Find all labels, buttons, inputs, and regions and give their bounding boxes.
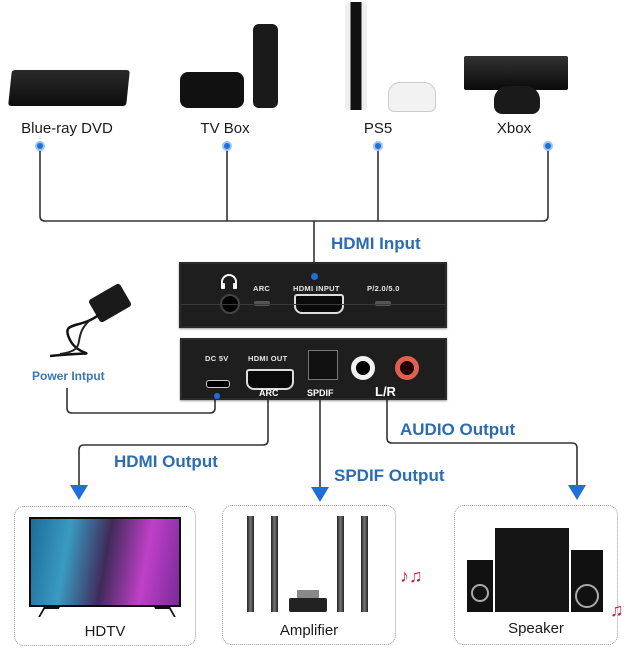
mode-switch bbox=[375, 301, 391, 306]
device-top-panel: ARC HDMI INPUT P/2.0/5.0 bbox=[179, 262, 447, 328]
source-label-dvd: Blue-ray DVD bbox=[21, 120, 113, 137]
source-device-tvbox bbox=[178, 22, 282, 108]
hdmi-input-label: HDMI Input bbox=[331, 234, 421, 253]
music-notes-icon-right: ♫ bbox=[610, 600, 624, 620]
spdif-port bbox=[308, 350, 338, 380]
ps5-console-icon bbox=[345, 2, 367, 110]
xbox-console-icon bbox=[464, 56, 568, 90]
tv-stand-right bbox=[154, 607, 176, 617]
ps5-controller-icon bbox=[388, 82, 436, 112]
source-device-xbox bbox=[462, 54, 572, 114]
source-label-ps5: PS5 bbox=[363, 120, 393, 137]
lr-label: L/R bbox=[375, 384, 396, 399]
output-amplifier: Amplifier bbox=[222, 505, 396, 645]
music-notes-icon: ♪♫ bbox=[400, 566, 423, 586]
hdmi-out-label: HDMI OUT bbox=[248, 354, 288, 363]
output-label-amplifier: Amplifier bbox=[279, 622, 339, 639]
dc-5v-port bbox=[206, 380, 230, 388]
hdmi-out-port bbox=[246, 369, 294, 390]
tv-box-icon bbox=[180, 72, 244, 108]
rca-right-port bbox=[395, 356, 419, 380]
mode-switch-label: P/2.0/5.0 bbox=[367, 284, 400, 293]
hdmi-output-label: HDMI Output bbox=[114, 452, 218, 471]
arc-label-bottom: ARC bbox=[259, 388, 279, 398]
power-input-label: Power Intput bbox=[32, 369, 105, 383]
arc-label-top: ARC bbox=[253, 284, 271, 293]
hdtv-icon bbox=[29, 517, 181, 607]
speaker-icon bbox=[455, 506, 617, 616]
audio-output-label: AUDIO Output bbox=[400, 420, 516, 439]
tv-stand-left bbox=[38, 607, 60, 617]
amplifier-icon bbox=[223, 506, 395, 616]
source-label-tvbox: TV Box bbox=[200, 120, 250, 137]
remote-icon bbox=[253, 24, 278, 108]
output-hdtv: HDTV bbox=[14, 506, 196, 646]
source-device-ps5 bbox=[340, 2, 440, 112]
headphone-icon bbox=[221, 274, 237, 289]
output-label-speaker: Speaker bbox=[508, 620, 564, 637]
dvd-player-icon bbox=[8, 70, 130, 106]
spdif-output-label: SPDIF Output bbox=[334, 466, 445, 485]
source-device-dvd bbox=[8, 68, 130, 108]
source-label-xbox: Xbox bbox=[496, 120, 532, 137]
output-speaker: Speaker bbox=[454, 505, 618, 645]
device-bottom-panel: DC 5V HDMI OUT ARC SPDIF L/R bbox=[180, 338, 447, 400]
power-cable-icon bbox=[49, 313, 101, 358]
dc-dot bbox=[214, 393, 220, 399]
hdmi-input-dot bbox=[311, 273, 318, 280]
hdmi-input-port-label: HDMI INPUT bbox=[293, 284, 340, 293]
spdif-label: SPDIF bbox=[307, 388, 334, 398]
power-adapter bbox=[40, 282, 140, 362]
panel-seam bbox=[181, 304, 445, 305]
dc-5v-label: DC 5V bbox=[205, 354, 229, 363]
xbox-controller-icon bbox=[494, 86, 540, 114]
rca-left-port bbox=[351, 356, 375, 380]
output-label-hdtv: HDTV bbox=[84, 623, 126, 640]
arc-switch bbox=[254, 301, 270, 306]
